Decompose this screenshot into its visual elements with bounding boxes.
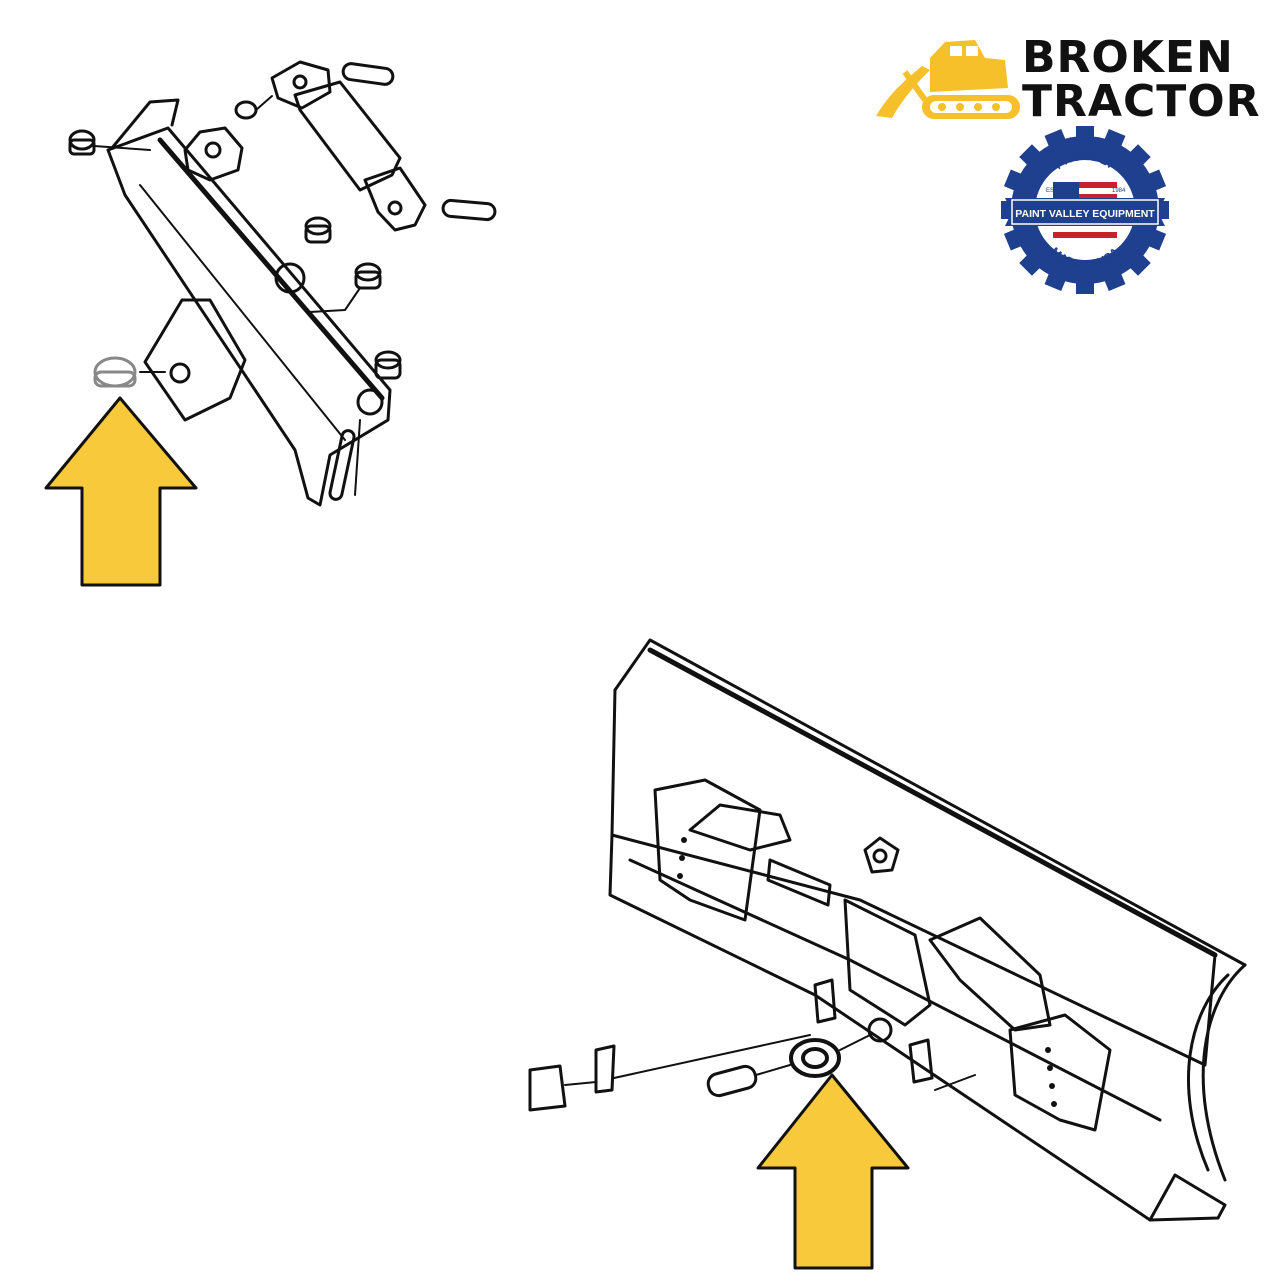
clevis-pin-top [341, 62, 395, 86]
ear-bracket [183, 126, 244, 182]
slot-block [766, 858, 832, 907]
lower-push-beam-top [628, 858, 1162, 1122]
push-arm-edge [157, 137, 385, 401]
gusset-center [928, 916, 1052, 1032]
lift-ear-hole [872, 848, 888, 864]
hole-row-left [677, 837, 687, 879]
clevis-hole [292, 74, 308, 90]
cylinder-clevis [270, 60, 332, 110]
highlighted-bushing-top-view [93, 356, 137, 388]
up-arrow-icon [44, 396, 198, 587]
lower-push-beam [608, 833, 1152, 1222]
bulldozer-icon [876, 40, 1020, 119]
badge-banner [1005, 198, 1165, 226]
badge-est-label: EST. [1046, 188, 1059, 194]
hole-row-right [1045, 1047, 1057, 1107]
ear-hole [204, 141, 222, 159]
brace-right [1008, 1013, 1112, 1132]
top-ear [688, 803, 792, 852]
mid-boss [274, 262, 306, 294]
up-arrow-icon [756, 1073, 910, 1270]
leader-lines-top-view [93, 95, 361, 496]
blade-assembly-front-view [528, 638, 1247, 1222]
cutting-edge-corner [1148, 1173, 1227, 1222]
mount-bracket [143, 298, 247, 422]
leader-lines-front-view [564, 1034, 976, 1091]
moldboard-curve-inner [1187, 973, 1230, 1172]
shim-right [908, 1038, 934, 1084]
blade-upper-face [610, 688, 1217, 1067]
blade-assembly-top-view [68, 60, 497, 507]
lower-pin [328, 429, 356, 501]
wear-pad [528, 1064, 567, 1112]
bushing-seat [867, 1017, 893, 1043]
made-in-usa-badge: PAINT VALLEY EQUIPMENT PROUDLY MADE IN U… [1001, 126, 1169, 294]
mount-hole [169, 362, 191, 384]
bushing-cylinder [234, 100, 258, 120]
push-arm-beam [106, 126, 392, 507]
hydraulic-cylinder-rod-end [363, 166, 427, 232]
blade-top-rail [647, 647, 1218, 958]
shim-center [813, 978, 837, 1024]
moldboard-curve [1201, 963, 1247, 1182]
lift-ear [863, 836, 900, 874]
pin-bushing-front [706, 1064, 758, 1098]
badge-year: 1984 [1112, 188, 1126, 194]
bushing-lower [374, 350, 402, 380]
shim-plate [594, 1044, 616, 1094]
top-plate [110, 98, 180, 150]
pivot-nut [356, 388, 384, 416]
bushing-side [354, 262, 382, 290]
rod-end-pin [441, 198, 497, 222]
blade-top-edge [613, 638, 1247, 967]
highlighted-bushing-front-view [789, 1038, 841, 1078]
brace-left [653, 778, 762, 922]
bushing-mid [304, 216, 332, 244]
brand-name-line-2: TRACTOR [1022, 76, 1261, 127]
hydraulic-cylinder-barrel [293, 80, 402, 192]
brand-name-line-1: BROKEN [1022, 32, 1234, 83]
badge-banner-text: PAINT VALLEY EQUIPMENT [1015, 208, 1155, 220]
rod-end-hole [387, 200, 403, 216]
bushing-top [68, 129, 96, 156]
push-arm-inner-edge [139, 184, 346, 441]
brace-center [843, 898, 932, 1027]
